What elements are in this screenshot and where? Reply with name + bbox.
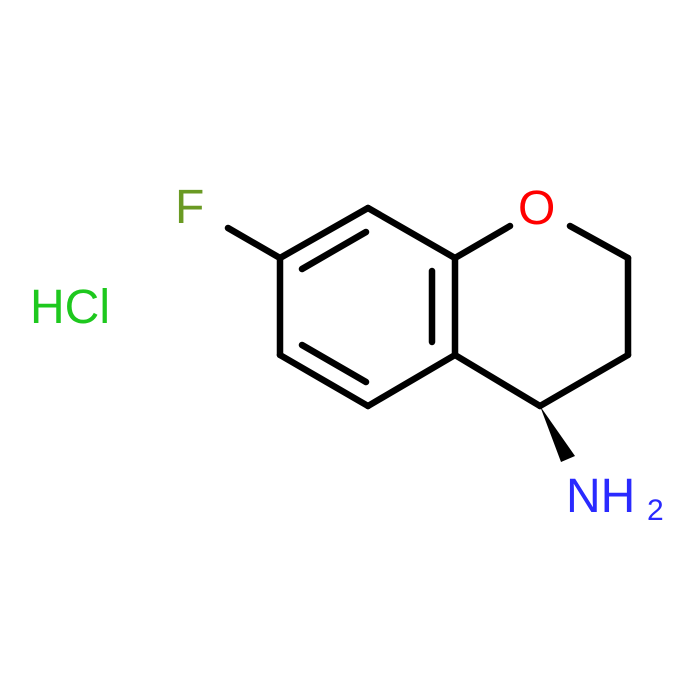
bond-c5-o [451, 222, 514, 262]
bond-c7-f [224, 224, 284, 262]
atom-label-amine: NH [566, 470, 635, 523]
bond-c9-c10 [364, 351, 459, 410]
atom-label-oxygen: O [518, 182, 555, 235]
bond-c6-c7 [276, 204, 372, 262]
bond-inner-c6-c7 [298, 228, 370, 273]
salt-label-hcl: HCl [30, 281, 110, 334]
bond-c8-c9 [276, 351, 372, 410]
amine-symbol: NH [566, 470, 635, 523]
bond-o-c2 [566, 222, 632, 262]
amine-subscript: 2 [647, 494, 664, 527]
bond-inner-c8-c9 [298, 341, 370, 386]
atom-label-fluorine: F [175, 181, 204, 234]
bond-c3-c4 [536, 351, 632, 410]
bond-c5-c6 [364, 204, 459, 262]
wedge-bond-c4-n [540, 406, 575, 462]
bond-c4-c10 [451, 351, 544, 410]
